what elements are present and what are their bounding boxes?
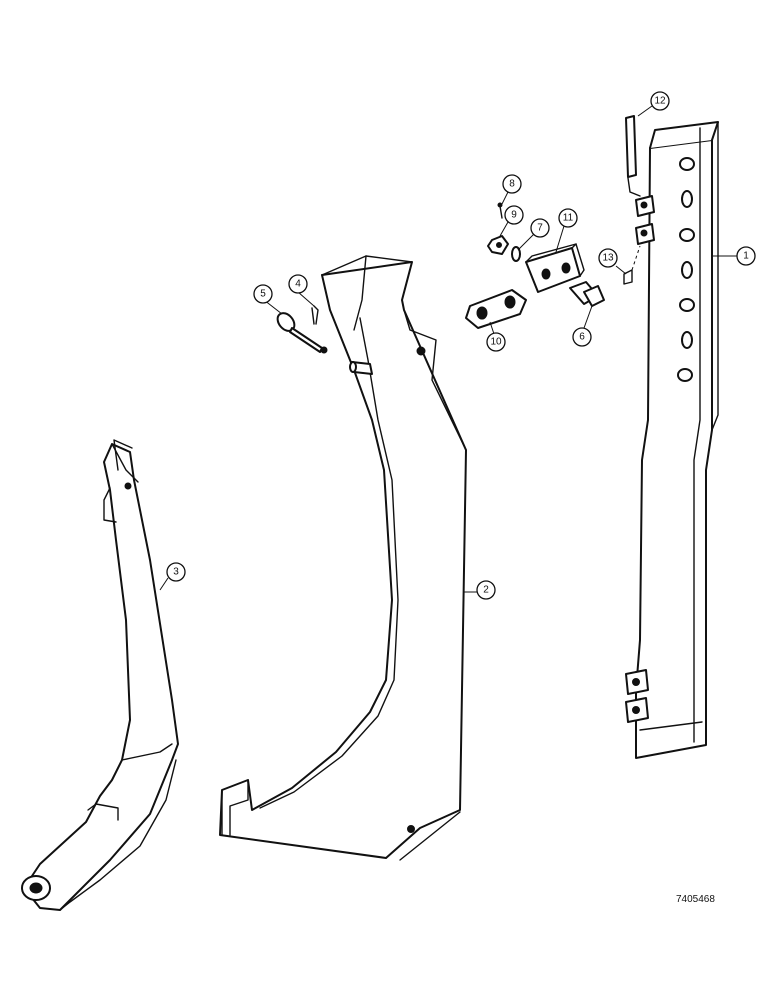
- callout-2-label: 2: [483, 585, 489, 596]
- callout-13: 13: [598, 248, 618, 268]
- callout-6-label: 6: [579, 332, 585, 343]
- part-7-washer: [511, 246, 521, 262]
- callout-5: 5: [253, 284, 273, 304]
- callout-3-label: 3: [173, 567, 179, 578]
- callout-4: 4: [288, 274, 308, 294]
- part-5-clevis-pin: [276, 312, 328, 354]
- callout-4-label: 4: [295, 279, 301, 290]
- part-3-curved-deflector: [21, 439, 179, 911]
- callout-10: 10: [486, 332, 506, 352]
- callout-13-label: 13: [602, 253, 614, 264]
- callout-9: 9: [504, 205, 524, 225]
- callout-2: 2: [476, 580, 496, 600]
- part-10-link-plate: [465, 289, 527, 329]
- callout-11-label: 11: [563, 213, 574, 224]
- callout-6: 6: [572, 327, 592, 347]
- callout-12: 12: [650, 91, 670, 111]
- part-6-bolt: [569, 281, 605, 307]
- callout-8-label: 8: [509, 179, 515, 190]
- part-8-small-pin: [497, 202, 503, 219]
- callout-1-label: 1: [743, 251, 749, 262]
- callout-10-label: 10: [490, 337, 502, 348]
- callout-3: 3: [166, 562, 186, 582]
- part-12-pin: [625, 115, 641, 197]
- callout-11: 11: [558, 208, 578, 228]
- callout-5-label: 5: [260, 289, 266, 300]
- callout-leaders: [159, 105, 738, 593]
- part-2-chute-shield: [219, 255, 467, 861]
- callout-7-label: 7: [537, 223, 543, 234]
- part-4-cotter-pin: [311, 305, 319, 325]
- callout-8: 8: [502, 174, 522, 194]
- part-1-channel-bracket: [625, 121, 719, 759]
- drawing-reference-number: 7405468: [676, 894, 715, 905]
- part-9-nut: [487, 235, 509, 255]
- callout-12-label: 12: [654, 96, 666, 107]
- callout-1: 1: [736, 246, 756, 266]
- callout-7: 7: [530, 218, 550, 238]
- part-11-clevis-block: [525, 243, 585, 293]
- part-13-clip: [623, 245, 641, 285]
- callout-9-label: 9: [511, 210, 517, 221]
